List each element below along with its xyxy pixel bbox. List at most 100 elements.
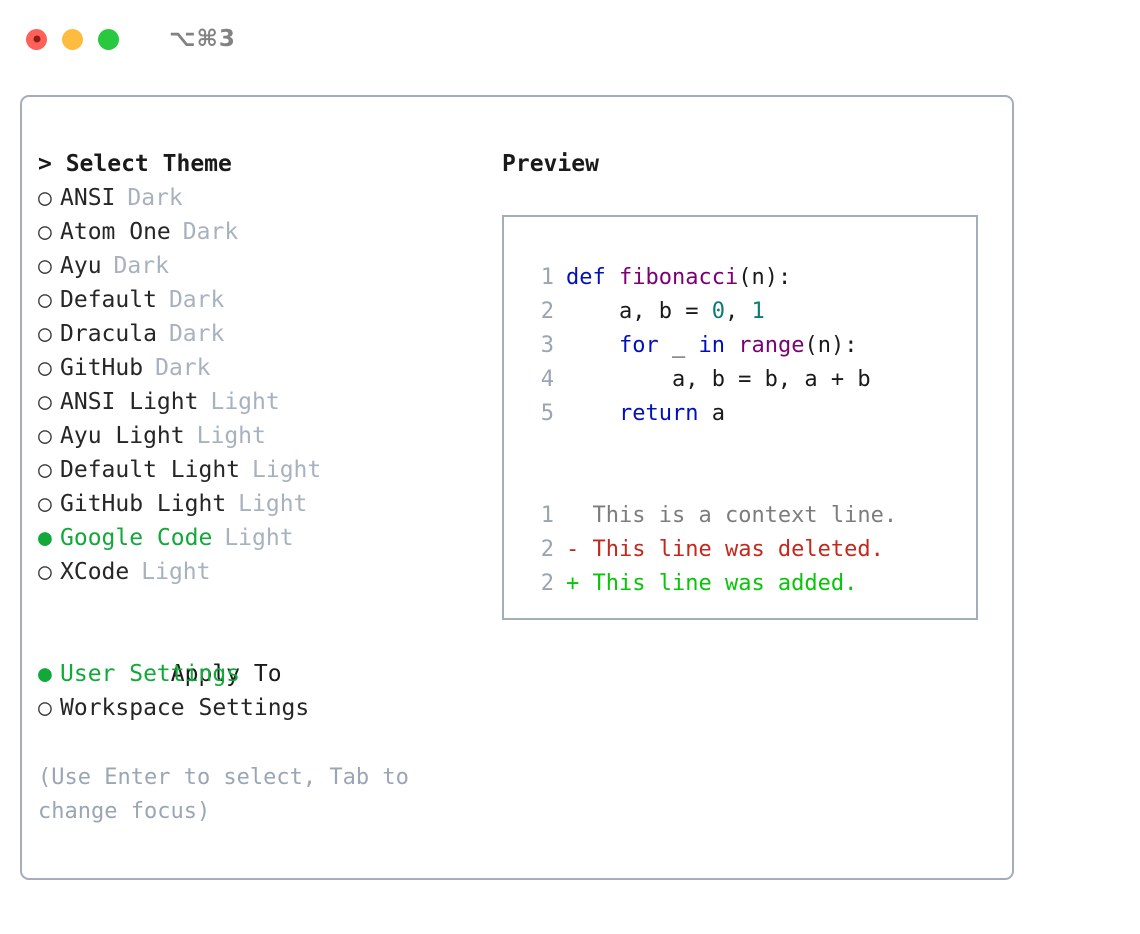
- theme-option-label: Default Light: [60, 457, 241, 483]
- theme-option-google-code[interactable]: ● Google Code Light: [38, 521, 498, 555]
- select-theme-heading: > Select Theme: [38, 151, 232, 177]
- theme-variant-badge: Dark: [168, 321, 225, 347]
- window-controls: [26, 28, 119, 50]
- apply-to-option-label: User Settings: [60, 661, 241, 687]
- code-token-pln: (n):: [804, 333, 858, 358]
- keyboard-hint-text: (Use Enter to select, Tab to change focu…: [38, 765, 409, 824]
- diff-marker: -: [566, 537, 593, 562]
- theme-option-ayu-light[interactable]: ○ Ayu Light Light: [38, 419, 498, 453]
- theme-option-ansi-light[interactable]: ○ ANSI Light Light: [38, 385, 498, 419]
- theme-option-label: GitHub: [60, 355, 144, 381]
- code-token-kw: in: [698, 333, 725, 358]
- code-line: 1 def fibonacci(n):: [520, 261, 976, 295]
- theme-option-label: Google Code: [60, 525, 213, 551]
- apply-to-option-label: Workspace Settings: [60, 695, 310, 721]
- theme-variant-badge: Dark: [168, 287, 225, 313]
- code-token-num: 1: [751, 299, 765, 324]
- title-bar: ⌥⌘3: [0, 0, 1140, 78]
- code-line-number: 4: [540, 367, 554, 392]
- radio-unselected-icon: ○: [38, 253, 52, 279]
- theme-variant-badge: Light: [224, 525, 294, 551]
- theme-variant-badge: Light: [196, 423, 266, 449]
- code-token-pln: [566, 401, 619, 426]
- theme-variant-badge: Light: [238, 491, 308, 517]
- code-line-number: 1: [540, 265, 554, 290]
- minimize-button[interactable]: [62, 28, 83, 50]
- theme-option-ayu[interactable]: ○ Ayu Dark: [38, 249, 498, 283]
- code-token-kw: return: [618, 401, 699, 426]
- theme-option-label: Default: [60, 287, 157, 313]
- radio-unselected-icon: ○: [38, 389, 52, 415]
- code-token-pln: _: [658, 333, 699, 358]
- theme-variant-badge: Dark: [155, 355, 211, 381]
- radio-selected-icon: ●: [38, 525, 52, 551]
- keyboard-shortcut-label: ⌥⌘3: [169, 26, 236, 52]
- diff-line-ctx: 1 This is a context line.: [520, 499, 976, 533]
- theme-option-label: Dracula: [60, 321, 157, 347]
- code-token-pln: (n):: [738, 265, 792, 290]
- code-line: 4 a, b = b, a + b: [520, 363, 976, 397]
- apply-to-option-workspace-settings[interactable]: ○ Workspace Settings: [38, 691, 498, 725]
- radio-unselected-icon: ○: [38, 185, 52, 211]
- maximize-button[interactable]: [98, 28, 119, 50]
- diff-line-text: This line was deleted.: [592, 537, 884, 562]
- code-line-number: 5: [540, 401, 554, 426]
- diff-line-text: This line was added.: [592, 571, 858, 596]
- diff-line-number: 2: [540, 537, 554, 562]
- code-token-pln: a, b = b, a + b: [566, 367, 871, 392]
- theme-option-label: Ayu: [60, 253, 102, 279]
- theme-variant-badge: Light: [141, 559, 211, 585]
- code-line-text: a, b = b, a + b: [566, 363, 871, 397]
- preview-heading: Preview: [502, 151, 599, 177]
- code-line: 3 for _ in range(n):: [520, 329, 976, 363]
- theme-variant-badge: Light: [252, 457, 322, 483]
- radio-unselected-icon: ○: [38, 355, 52, 381]
- diff-line-number: 1: [540, 503, 554, 528]
- code-token-fn: fibonacci: [618, 265, 739, 290]
- radio-unselected-icon: ○: [38, 559, 52, 585]
- code-diff-gap: [520, 431, 976, 465]
- radio-unselected-icon: ○: [38, 423, 52, 449]
- theme-variant-badge: Dark: [113, 253, 169, 279]
- code-token-kw: def: [566, 265, 619, 290]
- radio-unselected-icon: ○: [38, 287, 52, 313]
- diff-line-add: 2+ This line was added.: [520, 567, 976, 601]
- theme-option-label: GitHub Light: [60, 491, 227, 517]
- theme-option-github[interactable]: ○ GitHub Dark: [38, 351, 498, 385]
- theme-option-label: ANSI Light: [60, 389, 199, 415]
- diff-line-number: 2: [540, 571, 554, 596]
- radio-unselected-icon: ○: [38, 491, 52, 517]
- radio-unselected-icon: ○: [38, 695, 52, 721]
- code-token-kw: for: [618, 333, 659, 358]
- code-line-number: 2: [540, 299, 554, 324]
- code-line: 5 return a: [520, 397, 976, 431]
- code-line-number: 3: [540, 333, 554, 358]
- theme-option-github-light[interactable]: ○ GitHub Light Light: [38, 487, 498, 521]
- theme-option-default[interactable]: ○ Default Dark: [38, 283, 498, 317]
- theme-option-dracula[interactable]: ○ Dracula Dark: [38, 317, 498, 351]
- radio-selected-icon: ●: [38, 661, 52, 687]
- code-line-text: def fibonacci(n):: [566, 261, 791, 295]
- code-token-pln: a: [698, 401, 725, 426]
- list-spacer: [38, 589, 498, 623]
- theme-option-default-light[interactable]: ○ Default Light Light: [38, 453, 498, 487]
- diff-sample: 1 This is a context line. 2- This line wa…: [520, 499, 976, 601]
- theme-variant-badge: Dark: [127, 185, 183, 211]
- radio-unselected-icon: ○: [38, 321, 52, 347]
- apply-to-option-user-settings[interactable]: ● User Settings: [38, 657, 498, 691]
- radio-unselected-icon: ○: [38, 457, 52, 483]
- theme-option-label: XCode: [60, 559, 130, 585]
- theme-option-label: Ayu Light: [60, 423, 185, 449]
- theme-variant-badge: Light: [210, 389, 280, 415]
- code-line-text: return a: [566, 397, 725, 431]
- apply-to-heading: Apply To: [38, 623, 498, 687]
- close-button[interactable]: [26, 28, 47, 50]
- theme-option-xcode[interactable]: ○ XCode Light: [38, 555, 498, 589]
